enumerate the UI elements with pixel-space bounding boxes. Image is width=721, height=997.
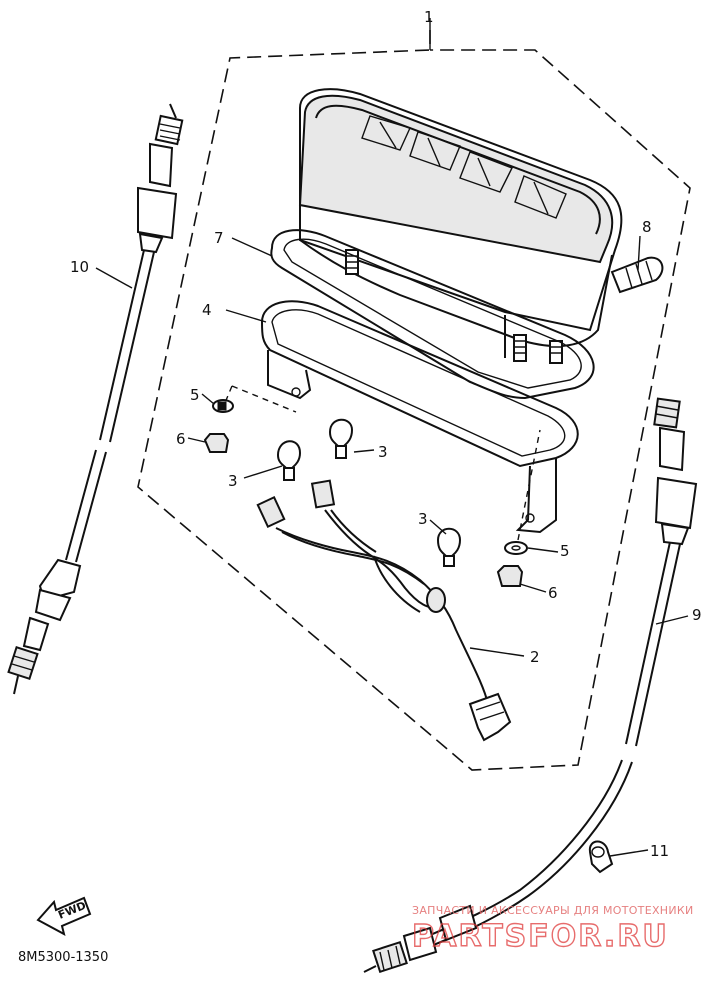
label-3-a: 3	[228, 472, 238, 490]
nut	[203, 433, 524, 587]
label-5-b: 5	[560, 542, 570, 560]
label-1: 1	[424, 8, 434, 26]
label-8: 8	[642, 218, 652, 236]
speedometer-cable	[7, 103, 184, 695]
washer	[212, 399, 528, 555]
fwd-label: FWD	[56, 899, 88, 922]
reset-knob	[610, 256, 664, 294]
label-11: 11	[650, 842, 669, 860]
label-3-b: 3	[378, 443, 388, 461]
label-5-a: 5	[190, 386, 200, 404]
bulb	[276, 418, 462, 567]
watermark-caption: ЗАПЧАСТИ И АКСЕССУАРЫ ДЛЯ МОТОТЕХНИКИ	[412, 904, 694, 917]
cable-clamp	[588, 840, 614, 874]
label-7: 7	[214, 229, 224, 247]
wiring-harness	[256, 479, 512, 742]
alignment-line	[221, 385, 541, 541]
label-2: 2	[530, 648, 540, 666]
forward-arrow-icon: FWD	[36, 896, 92, 936]
meter-housing	[298, 88, 623, 364]
part-code: 8M5300-1350	[18, 950, 108, 965]
label-6-b: 6	[548, 584, 558, 602]
gasket	[270, 229, 595, 400]
tachometer-cable	[363, 397, 698, 974]
part-labels: 1 2 3 3 3 4 5 5 6 6 7 8 9 10 11	[70, 8, 702, 860]
label-3-c: 3	[418, 510, 428, 528]
stud	[345, 249, 563, 364]
watermark: ЗАПЧАСТИ И АКСЕССУАРЫ ДЛЯ МОТОТЕХНИКИ PA…	[411, 904, 694, 955]
watermark-logo: PARTSFOR.RU	[412, 919, 669, 954]
label-6-a: 6	[176, 430, 186, 448]
label-4: 4	[202, 301, 212, 319]
gauge-window	[361, 115, 567, 219]
label-10: 10	[70, 258, 89, 276]
label-9: 9	[692, 606, 702, 624]
bracket	[260, 300, 579, 534]
assembly-outline	[137, 30, 691, 771]
leader-lines	[95, 18, 689, 857]
